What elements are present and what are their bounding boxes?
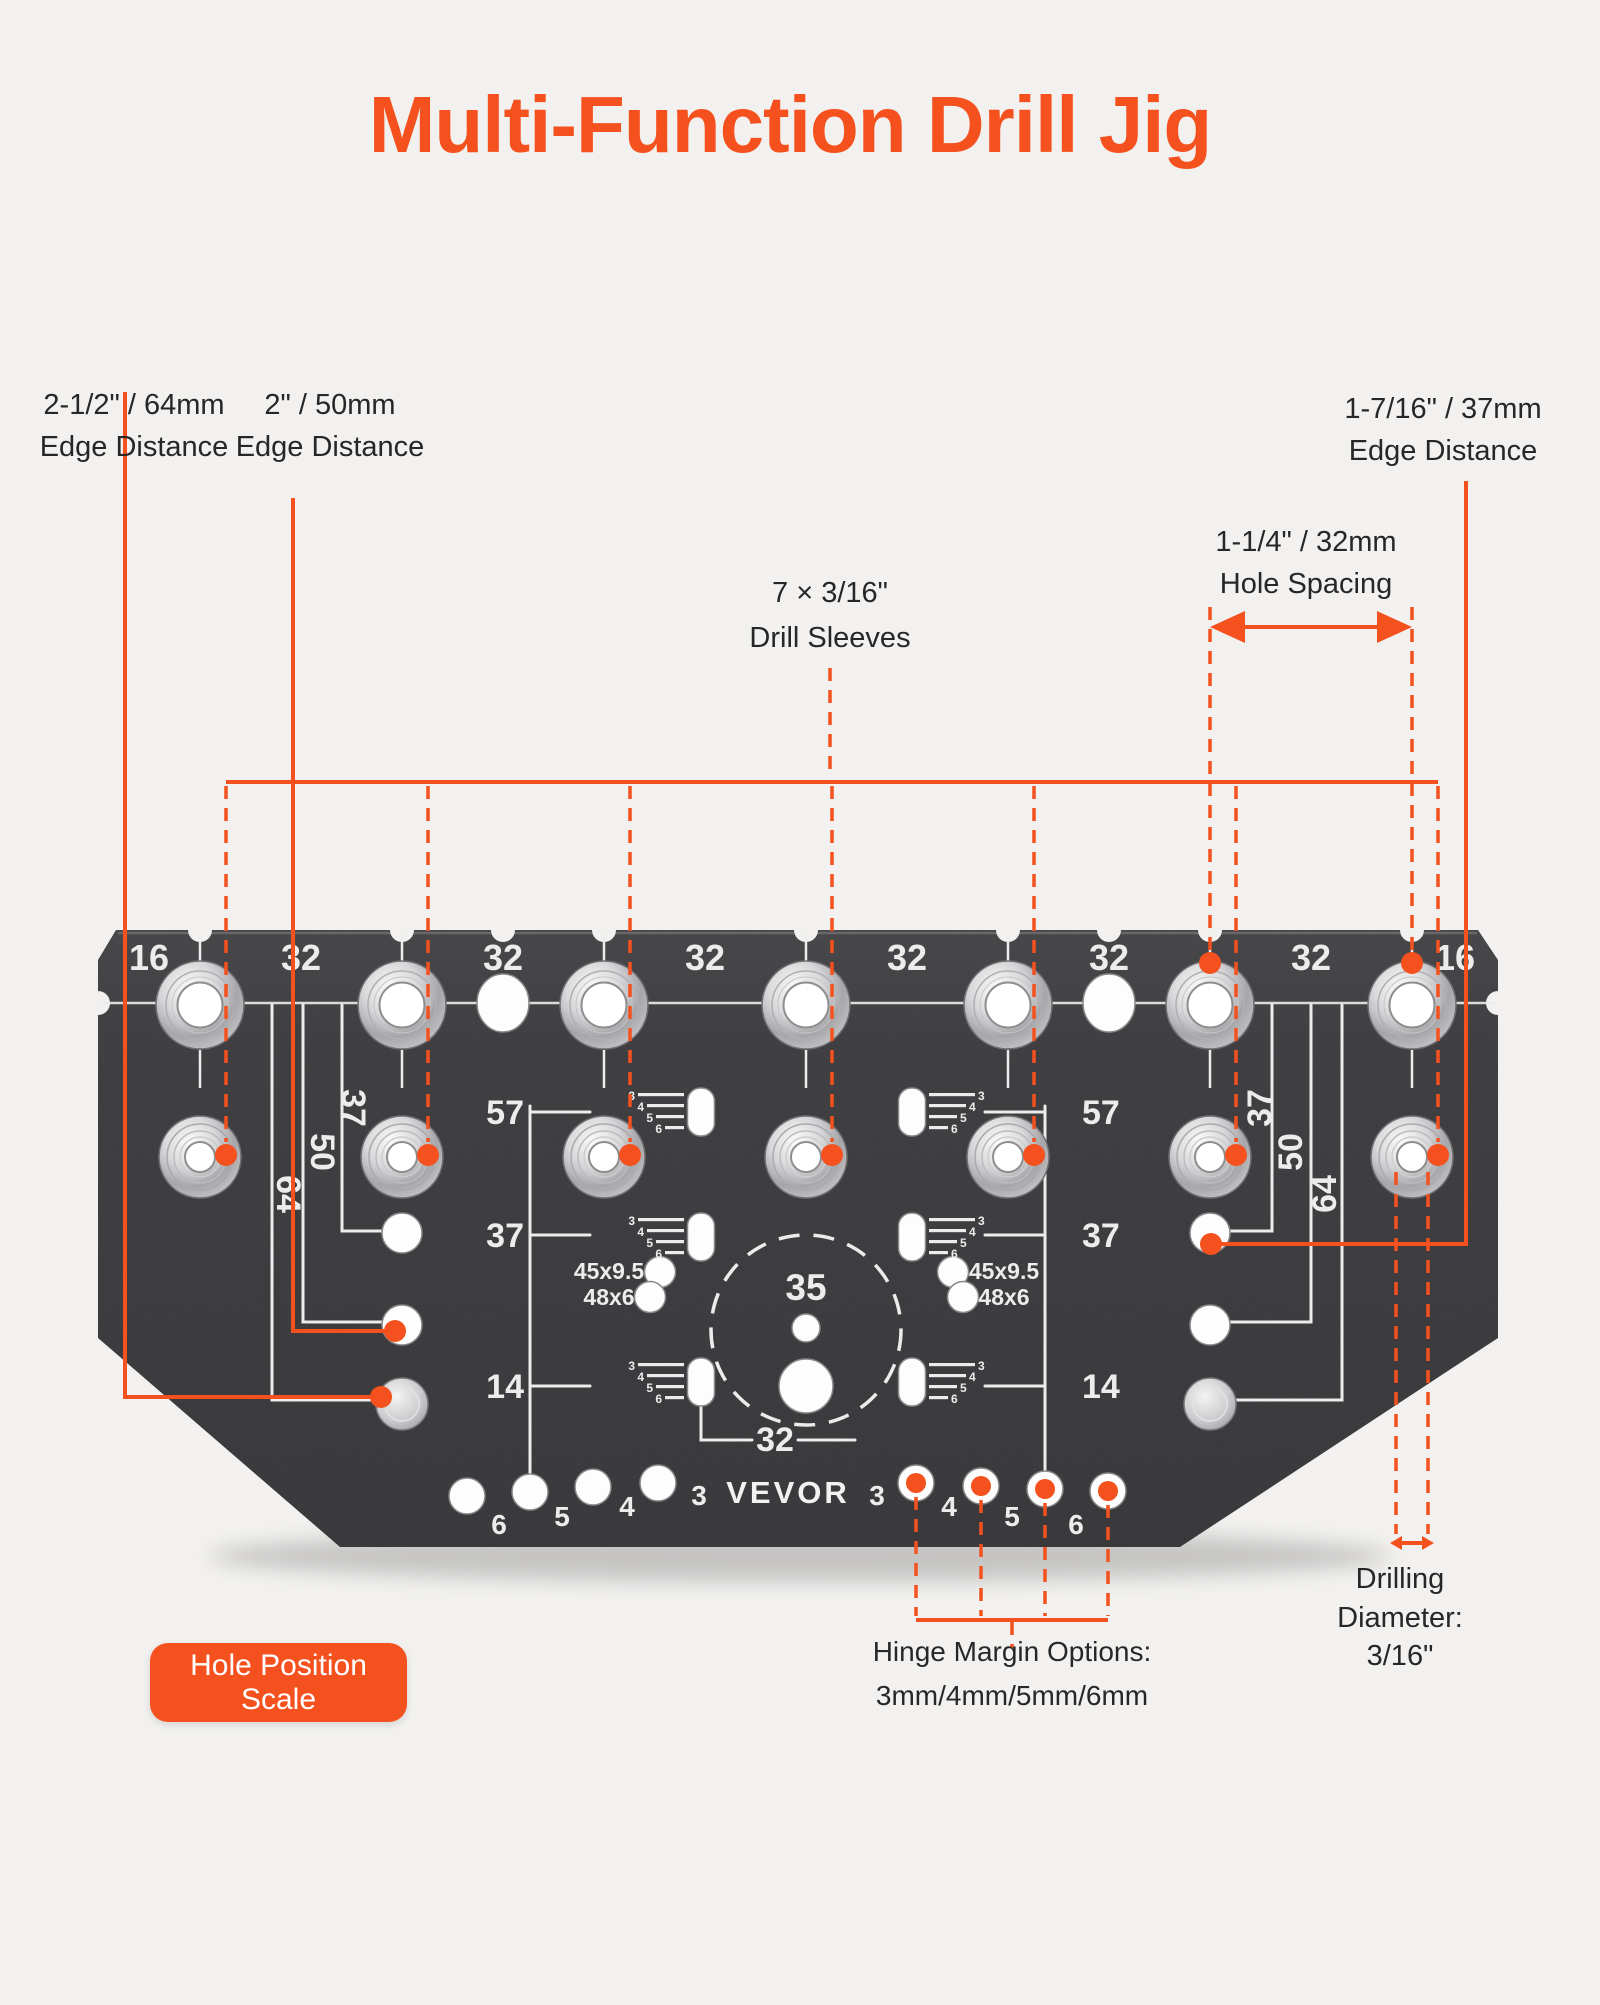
slot-size-label: 48x6 — [583, 1284, 634, 1310]
left-scale-label: 14 — [486, 1368, 524, 1406]
hinge-hole-label: 6 — [1068, 1509, 1084, 1540]
sleeves-label-line1: 7 × 3/16" — [772, 577, 888, 609]
top-scale-label: 32 — [1291, 937, 1331, 978]
edge-50-label-line1: 2" / 50mm — [264, 389, 395, 421]
top-edge-notches — [86, 918, 1510, 1015]
offset-hole-37-left — [381, 1212, 423, 1254]
offset-line-64-right — [1232, 1003, 1344, 1402]
hole-position-scale-label: Hole Position Scale — [190, 1648, 367, 1716]
offset-line-64-left — [270, 1003, 380, 1402]
left-scale-label: 37 — [486, 1217, 524, 1255]
small-arrowhead-right — [1422, 1536, 1434, 1550]
arrowhead-left — [1210, 611, 1245, 643]
slot-size-label: 45x9.5 — [574, 1258, 645, 1284]
offset-hole-50-right — [1189, 1304, 1231, 1346]
slot-hole — [897, 1212, 927, 1262]
offset-line-50-right — [1226, 1003, 1313, 1324]
rotated-offset-label: 37 — [334, 1089, 372, 1127]
rotated-offset-label: 64 — [269, 1175, 307, 1213]
cup-diameter-label: 35 — [785, 1267, 826, 1308]
hinge-label-line1: Hinge Margin Options: — [873, 1636, 1152, 1667]
hinge-hole-label: 3 — [869, 1480, 885, 1511]
left-scale-label: 57 — [486, 1094, 524, 1132]
edge-64-label-line2: Edge Distance — [40, 431, 229, 463]
top-scale-label: 32 — [281, 937, 321, 978]
edge-37-label-line2: Edge Distance — [1349, 435, 1538, 467]
edge-37-label-line1: 1-7/16" / 37mm — [1344, 393, 1541, 425]
offset-line-37-right — [1226, 1003, 1274, 1233]
hinge-hole-label: 4 — [619, 1491, 635, 1522]
right-scale-label: 57 — [1082, 1094, 1120, 1132]
sleeves-drop-lines — [224, 786, 1440, 1142]
top-scale-label: 16 — [129, 937, 169, 978]
hinge-hole-label: 6 — [491, 1509, 507, 1540]
hinge-margin-dots — [906, 1473, 1118, 1501]
hinge-hole-label: 5 — [554, 1501, 570, 1532]
small-arrowhead-left — [1390, 1536, 1402, 1550]
index-hole — [476, 973, 530, 1033]
slot-size-label: 48x6 — [978, 1284, 1029, 1310]
cup-center-hole — [791, 1313, 821, 1343]
slot-hole — [686, 1087, 716, 1137]
annotation-overlay — [123, 392, 1468, 1648]
rotated-offset-label: 64 — [1306, 1175, 1344, 1213]
spacing-label-line2: Hole Spacing — [1220, 568, 1393, 600]
slot-hole — [686, 1212, 716, 1262]
offset-line-50-left — [301, 1003, 386, 1324]
hole-position-scale-button[interactable]: Hole Position Scale — [150, 1643, 407, 1722]
slot-size-label: 45x9.5 — [969, 1258, 1040, 1284]
sleeve-dots — [215, 1144, 1449, 1166]
cup-spacing-label: 32 — [756, 1421, 794, 1459]
hinge-hole-label: 3 — [691, 1480, 707, 1511]
slot-hole — [897, 1357, 927, 1407]
rotated-offset-label: 37 — [1241, 1089, 1279, 1127]
drilling-label-line2: Diameter: — [1337, 1602, 1463, 1634]
hinge-margin-holes — [448, 1464, 1127, 1515]
engraved-lines — [100, 934, 1496, 1476]
hinge-label-line2: 3mm/4mm/5mm/6mm — [876, 1680, 1148, 1711]
edge-37-leader — [1216, 481, 1468, 1246]
hinge-hole-label: 4 — [941, 1491, 957, 1522]
brand-logo: VEVOR — [726, 1475, 850, 1510]
edge-64-label-line1: 2-1/2" / 64mm — [43, 389, 224, 421]
index-hole — [1082, 973, 1136, 1033]
sleeves-label-line2: Drill Sleeves — [749, 622, 910, 654]
spacing-label-line1: 1-1/4" / 32mm — [1215, 526, 1396, 558]
right-scale-label: 37 — [1082, 1217, 1120, 1255]
rotated-offset-label: 50 — [1272, 1133, 1310, 1171]
slot-hole — [897, 1087, 927, 1137]
arrowhead-right — [1377, 611, 1412, 643]
top-scale-label: 32 — [1089, 937, 1129, 978]
right-scale-label: 14 — [1082, 1368, 1120, 1406]
page-title: Multi-Function Drill Jig — [369, 80, 1212, 169]
cup-hinge-dashed-circle — [709, 1233, 903, 1427]
edge-64-leader — [123, 392, 376, 1399]
plate-holes — [381, 973, 1231, 1515]
offset-line-37-left — [340, 1003, 386, 1233]
edge-50-label-line2: Edge Distance — [236, 431, 425, 463]
top-scale-label: 32 — [483, 937, 523, 978]
hinge-margin-drops — [914, 1497, 1110, 1648]
edge-50-leader — [291, 498, 390, 1333]
hinge-hole-label: 5 — [1004, 1501, 1020, 1532]
top-scale-label: 32 — [887, 937, 927, 978]
cup-spacing-line — [699, 1403, 857, 1442]
drilling-label-line1: Drilling — [1356, 1563, 1445, 1595]
top-scale-label: 16 — [1435, 937, 1475, 978]
top-scale-label: 32 — [685, 937, 725, 978]
drilling-label-line3: 3/16" — [1367, 1640, 1434, 1672]
scale-bracket-left — [528, 1104, 592, 1476]
rotated-offset-label: 50 — [303, 1133, 341, 1171]
cup-bottom-hole — [778, 1358, 834, 1414]
double-hole — [633, 1255, 980, 1314]
scale-bracket-right — [983, 1104, 1047, 1474]
slot-hole — [686, 1357, 716, 1407]
